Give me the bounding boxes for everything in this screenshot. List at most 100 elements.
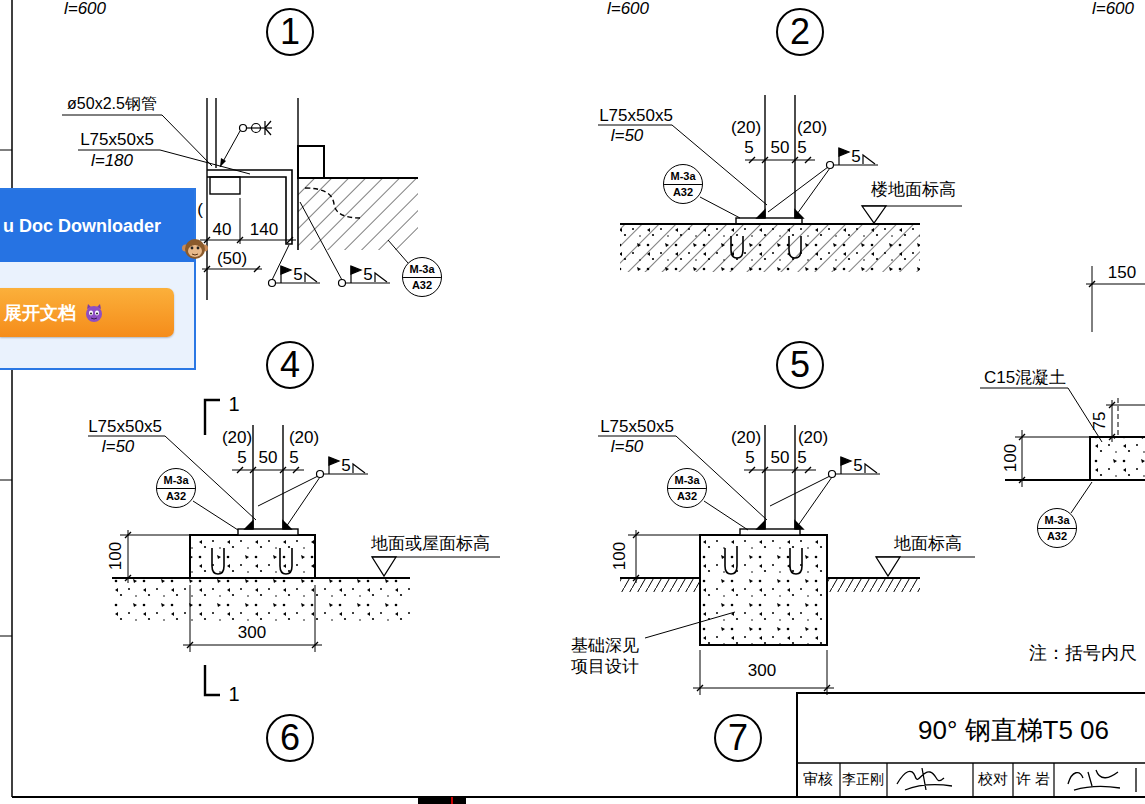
callout-divider: [1038, 528, 1076, 529]
detail-7-drawing: [704, 501, 748, 530]
detail-7-drawing: [645, 612, 735, 638]
detail-7-drawing: [598, 425, 975, 695]
detail-7-drawing: [636, 530, 637, 583]
detail-section-drawing: [1092, 266, 1093, 332]
detail-7-drawing: [827, 579, 920, 592]
monkey-icon: [197, 247, 200, 250]
dimension-text: 5: [289, 448, 298, 468]
detail-6-drawing: [190, 535, 315, 578]
callout-text: A32: [673, 186, 693, 198]
devil-icon: [90, 312, 92, 314]
sheet-border: [0, 150, 12, 151]
detail-4-drawing: [324, 177, 418, 179]
part-label: L75x50x5: [600, 417, 674, 437]
callout-divider: [668, 488, 706, 489]
detail-5-drawing: [749, 157, 811, 163]
callout-text: A32: [677, 490, 697, 502]
detail-7-drawing: [764, 425, 765, 529]
callout-text: M-3a: [1044, 514, 1069, 526]
monkey-icon: [191, 247, 194, 250]
index-callout: M-3aA32: [1037, 508, 1077, 548]
monkey-icon: [188, 245, 202, 257]
dimension-text: 5: [797, 448, 806, 468]
callout-text: A32: [412, 279, 432, 291]
detail-7-drawing: [827, 577, 920, 579]
devil-icon: [91, 318, 97, 319]
detail-number: 1: [266, 8, 314, 56]
detail-7-drawing: [628, 535, 700, 536]
detail-6-drawing: [280, 548, 292, 574]
detail-section-drawing: [1090, 437, 1145, 480]
detail-4-drawing: [252, 124, 261, 133]
title-block: [1053, 763, 1054, 797]
dimension-text: 300: [238, 623, 266, 643]
detail-section-drawing: [1022, 430, 1023, 487]
detail-6-drawing: [205, 400, 220, 435]
downloader-panel: u Doc Downloader 展开文档: [0, 188, 196, 370]
detail-section-drawing: [980, 388, 1102, 442]
detail-6-drawing: [205, 665, 220, 695]
title-block-cell: 审核: [803, 770, 833, 787]
monkey-icon: [192, 254, 198, 255]
detail-4-drawing: [207, 170, 292, 244]
detail-section-drawing: [1118, 398, 1119, 437]
section-number: 1: [228, 393, 239, 416]
dimension-text: 100: [1001, 444, 1021, 472]
callout-divider: [157, 488, 195, 489]
detail-7-drawing: [633, 532, 639, 581]
detail-4-drawing: [247, 127, 272, 128]
callout-number: 7: [728, 720, 748, 756]
detail-6-drawing: [286, 477, 320, 527]
detail-5-drawing: [700, 197, 740, 218]
detail-4-drawing: [240, 198, 241, 244]
expand-button: 展开文档: [0, 288, 174, 337]
dimension-text: 50: [771, 448, 790, 468]
detail-7-drawing: [620, 577, 700, 579]
detail-5-drawing: [620, 224, 920, 272]
callout-divider: [403, 277, 441, 278]
dimension-text: (20): [731, 428, 761, 448]
dimension-text: (20): [222, 428, 252, 448]
detail-6-drawing: [372, 557, 396, 576]
elevation-label: 地面标高: [894, 534, 962, 554]
detail-7-drawing: [794, 425, 795, 529]
dimension-text: 50: [259, 448, 278, 468]
length-note: l=600: [607, 0, 649, 19]
panel-title: u Doc Downloader: [3, 216, 161, 237]
detail-4-drawing: [305, 188, 360, 218]
elevation-label: 地面或屋面标高: [371, 534, 490, 554]
note-text: 注：括号内尺: [1029, 643, 1137, 664]
monkey-icon: [182, 236, 208, 262]
dimension-text: 75: [1090, 412, 1110, 431]
detail-5-drawing: [757, 210, 803, 218]
detail-6-drawing: [88, 400, 500, 695]
detail-6-drawing: [187, 642, 318, 648]
title-block: [1068, 768, 1136, 792]
callout-number: 4: [280, 347, 300, 383]
detail-6-drawing: [315, 577, 410, 579]
note-text: 基础深见 项目设计: [569, 635, 641, 678]
detail-number: 5: [776, 341, 824, 389]
detail-6-drawing: [193, 501, 238, 530]
section-number: 1: [228, 683, 239, 706]
detail-4-drawing: [240, 125, 247, 132]
dimension-text: 5: [744, 138, 753, 158]
callout-number: 6: [280, 720, 300, 756]
button-label: 展开文档: [4, 301, 76, 325]
part-label: L75x50x5: [88, 417, 162, 437]
length-note: l=50: [611, 437, 644, 457]
detail-4-drawing: [215, 98, 216, 168]
detail-6-drawing: [237, 467, 299, 473]
title-block-cell: 李正刚: [842, 771, 884, 787]
weld-size: 5: [293, 265, 302, 285]
callout-number: 5: [790, 347, 810, 383]
callout-text: M-3a: [409, 263, 434, 275]
detail-5-drawing: [768, 167, 828, 212]
detail-7-drawing: [790, 548, 802, 574]
detail-5-drawing: [731, 236, 743, 258]
dimension-text: 5: [745, 448, 754, 468]
detail-4-drawing: [300, 202, 342, 280]
detail-6-drawing: [120, 535, 190, 536]
